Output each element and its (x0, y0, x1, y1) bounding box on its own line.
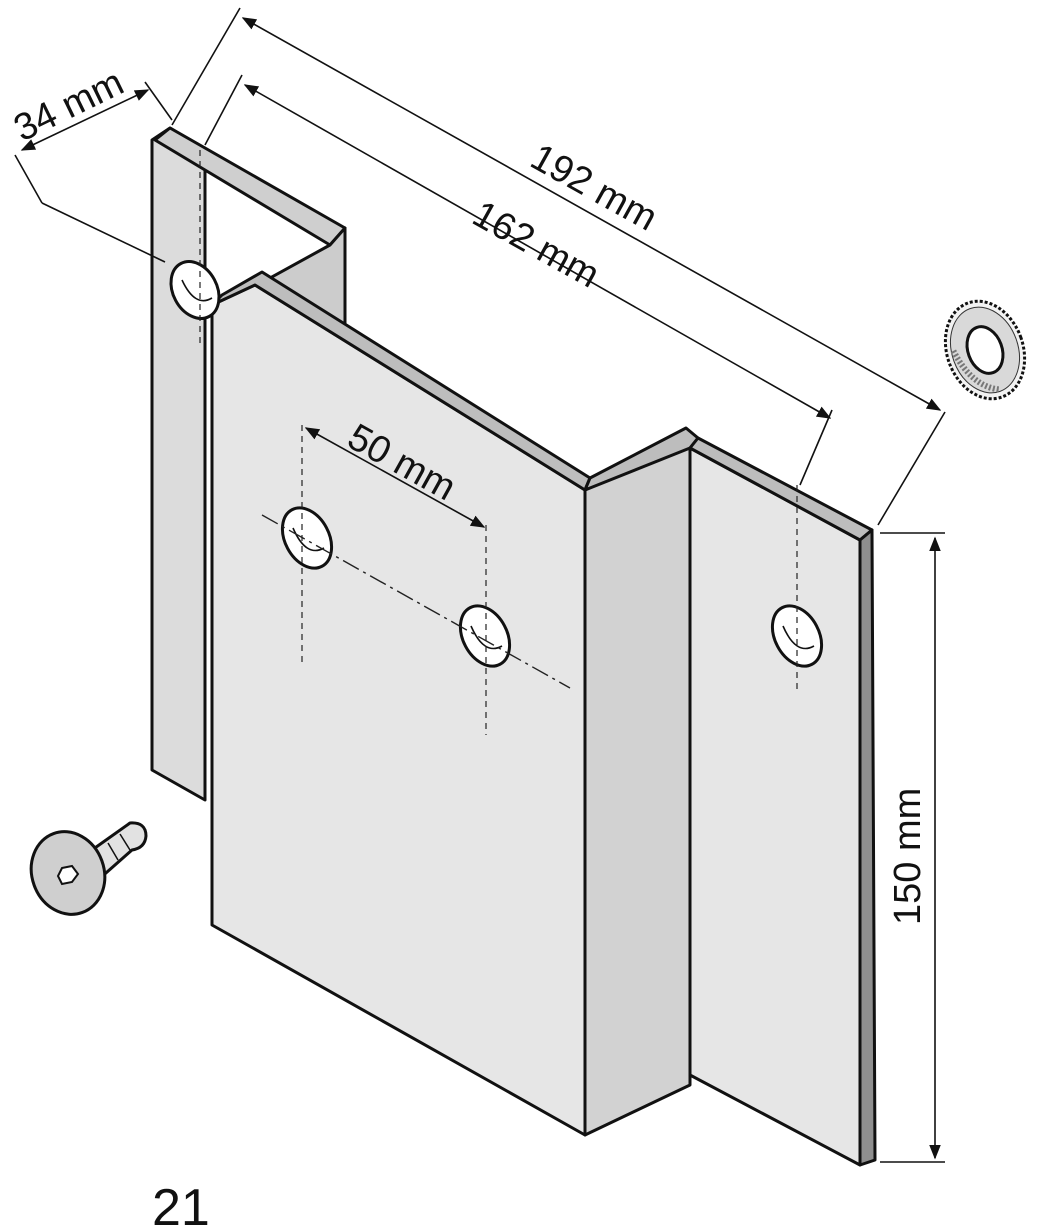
rear-flange-face (150, 126, 207, 802)
mounting-holes (169, 260, 824, 668)
figure-number: 21 (152, 1179, 210, 1232)
construction-lines (199, 150, 798, 735)
serrated-lock-washer-icon (943, 299, 1027, 401)
dimension-depth: 34 mm (8, 61, 173, 263)
z-bend-top-edge (583, 426, 700, 492)
hex-socket-screw-icon (29, 821, 148, 916)
inner-width-label: 162 mm (466, 193, 606, 296)
hole-rear-flange (169, 260, 221, 320)
right-plate-thickness (858, 528, 877, 1167)
right-plate (688, 446, 862, 1167)
dimension-height: 150 mm (880, 532, 945, 1163)
height-label: 150 mm (887, 788, 929, 925)
depth-label: 34 mm (8, 61, 131, 150)
z-bend-wall (583, 436, 692, 1137)
bracket-body (150, 126, 877, 1167)
front-plate (210, 283, 587, 1137)
hole-right-plate (770, 604, 824, 668)
hole-front-right (458, 604, 512, 668)
